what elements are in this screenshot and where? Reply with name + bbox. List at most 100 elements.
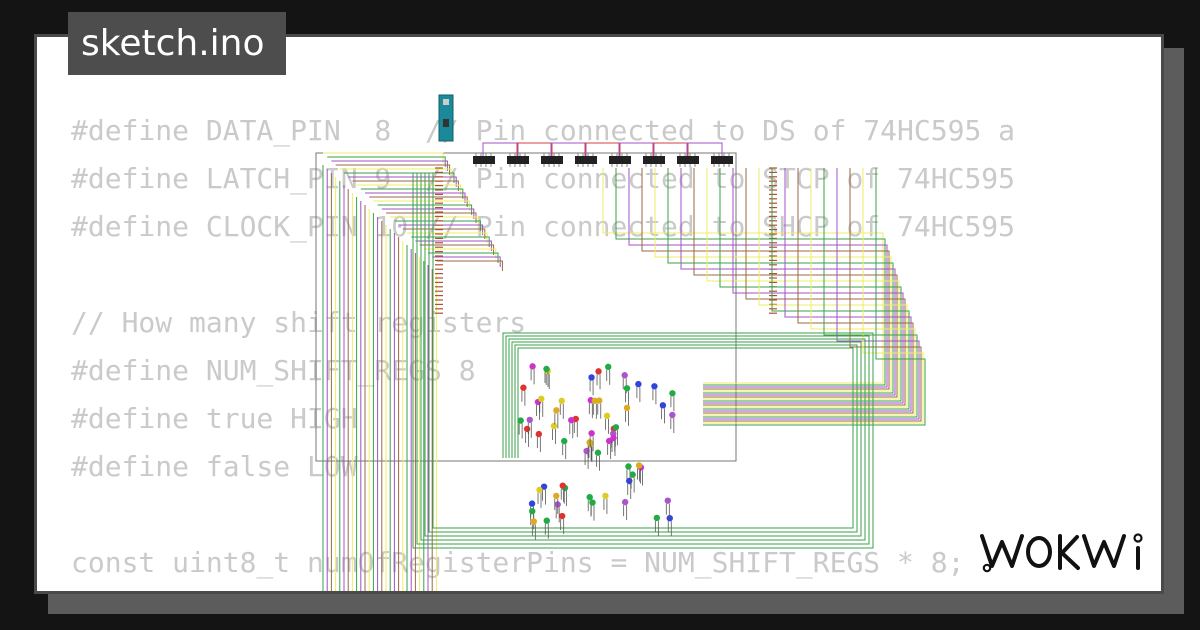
- wire: [703, 168, 926, 426]
- shift-register-icon: [541, 156, 563, 164]
- led-icon: [568, 416, 575, 424]
- wire: [703, 168, 924, 424]
- led-icon: [625, 463, 632, 470]
- wire: [641, 168, 890, 390]
- code-line: const uint8_t numOfRegisterPins = NUM_SH…: [71, 546, 965, 579]
- wire: [394, 220, 481, 231]
- led-icon: [553, 407, 560, 414]
- code-line: #define false LOW: [71, 450, 358, 483]
- wire: [360, 188, 464, 199]
- led-icon: [664, 497, 671, 504]
- wire: [424, 173, 862, 537]
- led-icon: [595, 368, 602, 375]
- led-icon: [629, 471, 636, 478]
- wire: [703, 168, 900, 400]
- preview-card: #define DATA_PIN 8 // Pin connected to D…: [34, 34, 1164, 594]
- led-icon: [603, 412, 611, 420]
- wire: [352, 180, 459, 191]
- circuit-diagram: [315, 94, 926, 591]
- led-icon: [558, 512, 566, 520]
- wire: [420, 173, 866, 541]
- led-icon: [621, 372, 628, 379]
- wire: [602, 168, 884, 384]
- usb-port: [443, 99, 449, 105]
- led-icon: [536, 486, 543, 494]
- wire: [652, 142, 689, 158]
- wire: [550, 142, 587, 158]
- code-line: #define LATCH_PIN 9 // Pin connected to …: [71, 162, 1016, 195]
- wire: [703, 168, 908, 408]
- led-icon: [669, 411, 676, 419]
- wire: [703, 168, 918, 418]
- led-icon: [666, 514, 673, 522]
- wire: [365, 192, 466, 203]
- wire: [667, 168, 894, 394]
- shift-register-icon: [609, 156, 631, 164]
- led-icon: [529, 363, 536, 370]
- wire: [703, 168, 904, 404]
- wire: [327, 156, 446, 167]
- wire: [654, 168, 892, 392]
- led-icon: [526, 416, 533, 424]
- led-icon: [589, 499, 596, 506]
- wire: [323, 152, 444, 163]
- code-line: #define true HIGH: [71, 402, 358, 435]
- led-icon: [602, 492, 609, 500]
- wire: [584, 142, 621, 158]
- wire: [411, 236, 490, 247]
- led-icon: [543, 365, 550, 373]
- led-icon: [553, 492, 560, 500]
- wire: [377, 204, 473, 215]
- wire: [432, 173, 854, 529]
- led-icon: [559, 482, 566, 489]
- led-icon: [594, 449, 602, 456]
- wire: [381, 208, 475, 219]
- wire: [402, 228, 486, 239]
- arduino-nano-icon: [438, 94, 454, 142]
- led-icon: [543, 517, 550, 524]
- wire: [386, 212, 477, 223]
- led-icon: [588, 430, 595, 437]
- wire: [416, 173, 870, 545]
- wire: [703, 168, 914, 414]
- wire: [331, 160, 448, 171]
- led-icon: [520, 384, 527, 391]
- shift-register-icon: [711, 156, 733, 164]
- wire: [339, 168, 453, 179]
- code-snippet: #define DATA_PIN 8 // Pin connected to D…: [71, 107, 1015, 587]
- wire: [356, 184, 462, 195]
- led-icon: [621, 498, 629, 506]
- led-icon: [612, 424, 620, 431]
- wire: [428, 252, 499, 263]
- file-name-tab: sketch.ino: [68, 12, 286, 75]
- wire: [703, 168, 920, 420]
- led-icon: [588, 374, 595, 381]
- led-icon: [529, 507, 536, 515]
- wire: [703, 168, 910, 410]
- wire: [335, 164, 451, 175]
- wire: [419, 244, 495, 255]
- wire: [407, 232, 488, 243]
- led-icon: [623, 385, 631, 392]
- shift-register-icon: [473, 156, 495, 164]
- led-icon: [558, 397, 565, 405]
- wire: [436, 260, 503, 271]
- led-icon: [528, 500, 536, 507]
- led-icon: [538, 395, 545, 403]
- led-icon: [669, 390, 676, 397]
- wire: [412, 173, 874, 549]
- led-icon: [596, 397, 603, 404]
- wire: [482, 142, 519, 158]
- wire: [628, 168, 888, 388]
- wire: [348, 176, 457, 187]
- mcu-chip: [443, 119, 449, 127]
- led-icon: [586, 439, 593, 446]
- led-icon: [550, 422, 558, 430]
- breadboard-outline: [315, 152, 737, 462]
- wire: [618, 142, 655, 158]
- led-icon: [635, 380, 642, 388]
- led-icon: [659, 402, 667, 409]
- led-icon: [610, 434, 617, 442]
- wire: [686, 142, 723, 158]
- led-icon: [583, 447, 590, 455]
